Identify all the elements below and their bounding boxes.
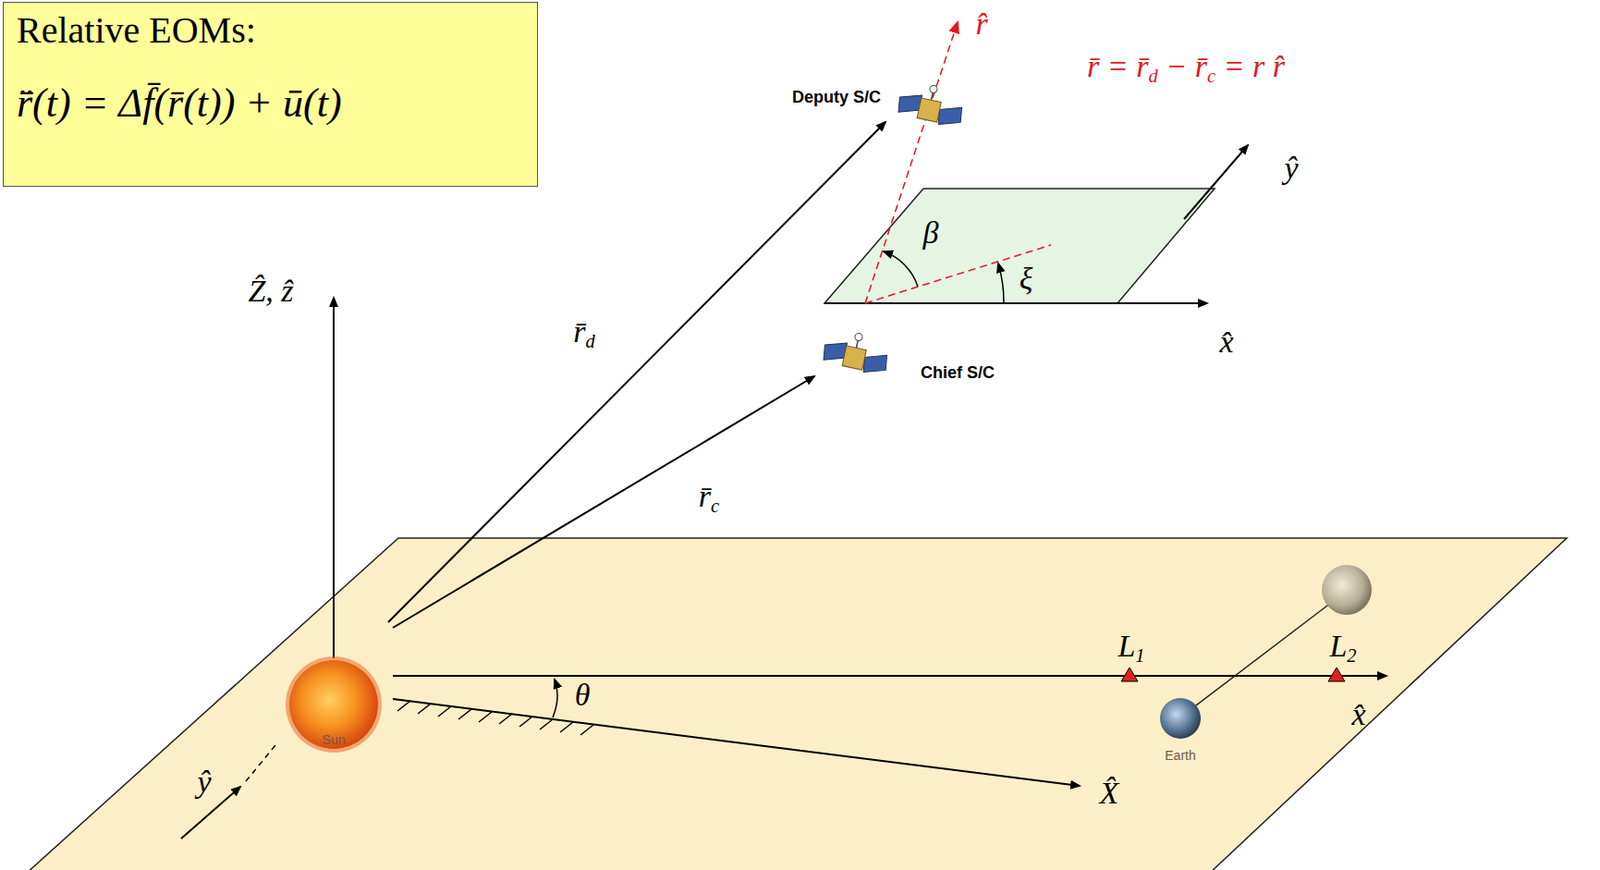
subscript: d [586,330,596,352]
equation-text: r̄̈(t) = Δf̄(r̄(t)) + ū(t) [16,76,525,130]
subscript: 1 [1135,645,1145,666]
spacecraft-label: Deputy S/C [792,88,881,108]
unit-vector-label: r̂ [975,6,988,41]
subscript: d [1148,65,1159,86]
body-label: Sun [322,732,346,747]
angle-label: β [923,215,940,250]
axis-label: x̂ [1351,696,1366,732]
lagrange-point-label: L1 [1117,628,1145,663]
body-label: Earth [1164,748,1196,763]
angle-label: ξ [1019,261,1034,296]
spacecraft-label: Chief S/C [920,364,995,383]
equation-box: Relative EOMs: r̄̈(t) = Δf̄(r̄(t)) + ū(t… [2,1,538,187]
relative-position-equation: r̄ = r̄d − r̄c = r r̂ [1087,48,1285,84]
lagrange-point-label: L2 [1329,628,1356,663]
subscript: c [710,495,720,516]
angle-label: θ [574,677,591,712]
heading-text: Relative EOMs: [16,8,525,53]
vector-label: r̄d [573,314,595,349]
subscript: c [1207,65,1216,86]
axis-label: Ẑ, ẑ [247,273,294,308]
subscript: 2 [1346,645,1356,666]
axis-label: X̂ [1099,775,1120,810]
axis-label: ŷ [1283,150,1298,185]
axis-label: x̂ [1219,324,1234,359]
axis-label: ŷ [196,764,211,799]
vector-label: r̄c [698,478,720,513]
